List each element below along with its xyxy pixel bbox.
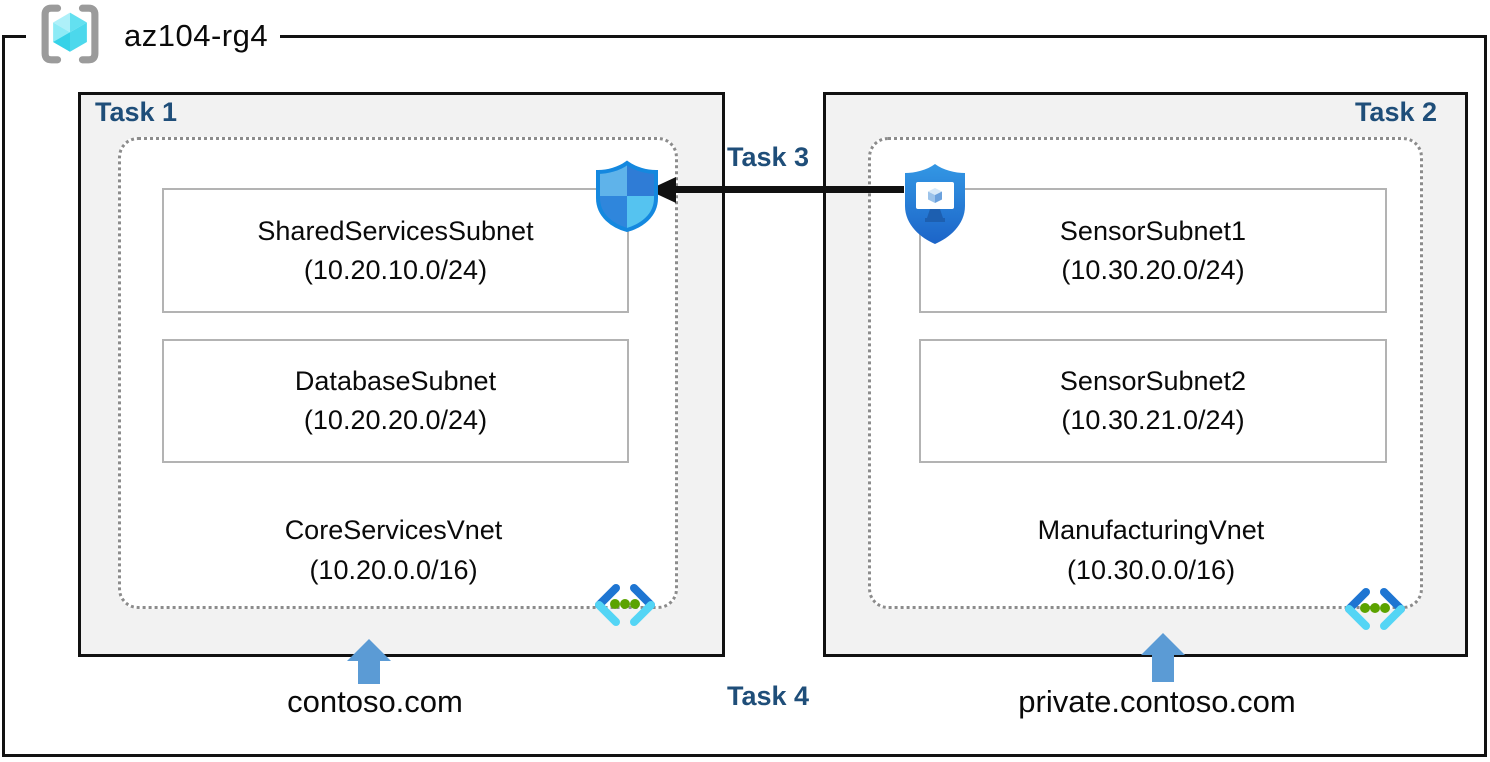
contoso-domain-label: contoso.com [287, 684, 463, 719]
task3-arrow-shaft [674, 186, 904, 193]
task4-label: Task 4 [726, 681, 810, 711]
private-contoso-domain-label: private.contoso.com [1018, 684, 1296, 719]
subnet-cidr: (10.30.21.0/24) [1061, 405, 1245, 435]
task3-label: Task 3 [726, 142, 810, 172]
task2-label: Task 2 [1354, 97, 1437, 127]
bastion-icon [901, 162, 969, 251]
task1-label: Task 1 [95, 97, 178, 127]
database-subnet-box: DatabaseSubnet (10.20.20.0/24) [162, 339, 629, 463]
core-services-vnet-label: CoreServicesVnet (10.20.0.0/16) [162, 510, 625, 590]
subnet-cidr: (10.30.20.0/24) [1061, 254, 1245, 285]
subnet-cidr: (10.20.10.0/24) [303, 254, 488, 285]
vnet-name: CoreServicesVnet [284, 515, 503, 545]
private-contoso-up-arrow-icon [1141, 633, 1185, 655]
resource-group-name: az104-rg4 [124, 18, 269, 53]
subnet-cidr: (10.20.20.0/24) [303, 405, 488, 435]
contoso-up-arrow-icon [347, 639, 391, 661]
vnet-cidr: (10.30.0.0/16) [1066, 555, 1236, 585]
virtual-network-icon [592, 583, 658, 632]
contoso-up-arrow-stem [358, 660, 380, 684]
resource-group-badge: az104-rg4 [26, 2, 281, 71]
sensor-subnet1-box: SensorSubnet1 (10.30.20.0/24) [919, 188, 1387, 313]
sensor-subnet2-box: SensorSubnet2 (10.30.21.0/24) [919, 339, 1387, 463]
subnet-name: SensorSubnet1 [1059, 215, 1247, 246]
shared-services-subnet-box: SharedServicesSubnet (10.20.10.0/24) [162, 188, 629, 313]
vnet-cidr: (10.20.0.0/16) [309, 555, 478, 585]
resource-group-icon [38, 2, 102, 71]
private-contoso-up-arrow-stem [1152, 654, 1174, 682]
network-security-group-icon [591, 160, 663, 237]
subnet-name: SharedServicesSubnet [257, 215, 534, 246]
manufacturing-vnet-label: ManufacturingVnet (10.30.0.0/16) [919, 510, 1383, 590]
virtual-network-icon [1342, 587, 1408, 636]
vnet-name: ManufacturingVnet [1037, 515, 1265, 545]
subnet-name: SensorSubnet2 [1059, 366, 1247, 396]
subnet-name: DatabaseSubnet [294, 366, 497, 396]
